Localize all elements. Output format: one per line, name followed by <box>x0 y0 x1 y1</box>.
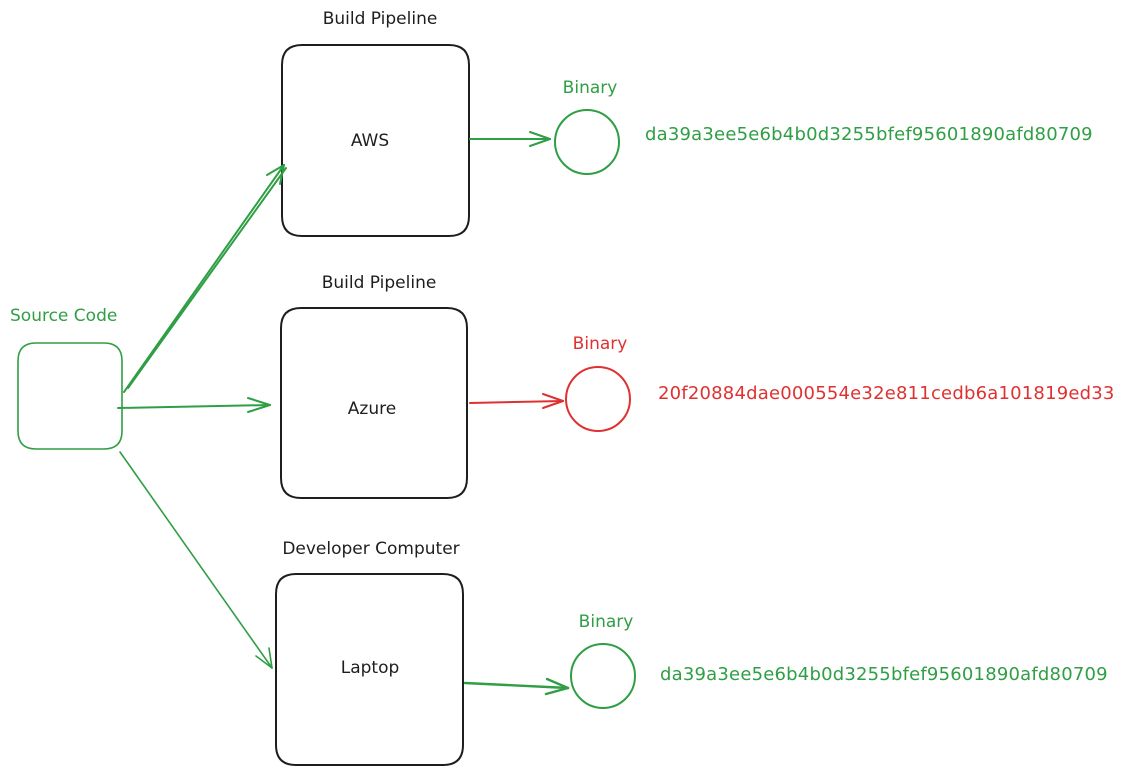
laptop-binary-hash: da39a3ee5e6b4b0d3255bfef95601890afd80709 <box>660 664 1108 685</box>
source-code-box[interactable] <box>17 342 123 450</box>
azure-binary-circle[interactable] <box>565 366 631 432</box>
aws-build-label: AWS <box>350 131 390 151</box>
arrow-source-to-azure <box>117 397 271 413</box>
source-code-label: Source Code <box>10 306 118 326</box>
arrow-azure-to-binary <box>469 393 564 409</box>
arrow-laptop-to-binary <box>463 677 570 696</box>
laptop-build-label: Laptop <box>340 658 400 678</box>
azure-binary-label: Binary <box>572 334 628 354</box>
azure-binary-hash: 20f20884dae000554e32e811cedb6a101819ed33 <box>658 383 1115 404</box>
azure-pipeline-caption: Build Pipeline <box>321 273 437 293</box>
aws-build-box[interactable] <box>281 44 470 237</box>
azure-build-label: Azure <box>347 399 397 419</box>
arrow-source-to-laptop <box>119 451 273 669</box>
laptop-binary-circle[interactable] <box>570 643 636 709</box>
aws-binary-circle[interactable] <box>554 109 620 175</box>
aws-pipeline-caption: Build Pipeline <box>322 9 438 29</box>
laptop-binary-label: Binary <box>578 612 634 632</box>
aws-binary-label: Binary <box>562 78 618 98</box>
azure-build-box[interactable] <box>280 307 468 499</box>
laptop-pipeline-caption: Developer Computer <box>282 539 460 559</box>
arrow-source-to-aws <box>123 164 287 393</box>
aws-binary-hash: da39a3ee5e6b4b0d3255bfef95601890afd80709 <box>645 124 1093 145</box>
arrow-aws-to-binary <box>469 131 551 147</box>
laptop-build-box[interactable] <box>275 573 464 766</box>
